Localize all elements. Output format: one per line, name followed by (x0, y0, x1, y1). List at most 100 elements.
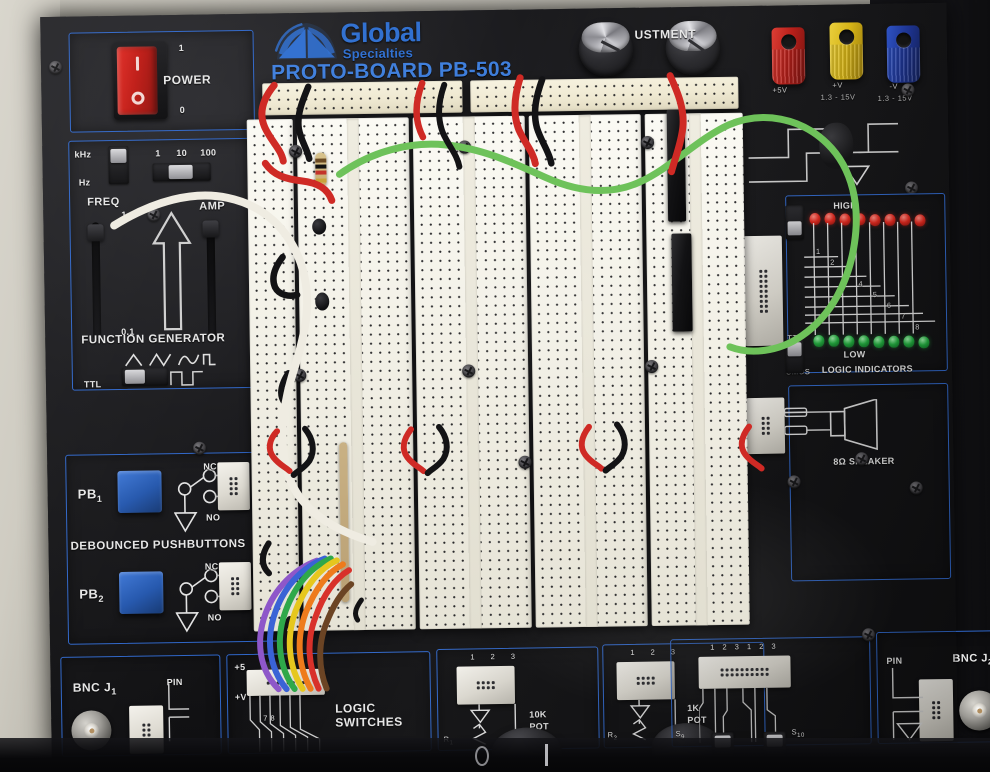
breadboard-strip-4[interactable] (528, 114, 648, 628)
logic-low-label: LOW (843, 349, 866, 360)
s9-s10-header[interactable] (698, 655, 791, 689)
jack-plus5v-label: +5V (772, 85, 788, 95)
breadboard-screw (640, 135, 655, 150)
logic-channel-number-6: 6 (886, 300, 892, 310)
jack-hole[interactable] (838, 29, 854, 45)
speaker-icon (784, 398, 878, 451)
pb1-nc-label: NC (203, 461, 217, 472)
pb1-label: PB1 (77, 486, 103, 504)
supply-grommet (818, 122, 854, 169)
fg-ttl-switch[interactable] (121, 367, 169, 386)
amp-label: AMP (199, 200, 226, 213)
logic-indicators-title: LOGIC INDICATORS (821, 363, 913, 375)
pot-1k-header[interactable] (616, 661, 676, 701)
pb1-header[interactable] (217, 461, 250, 511)
diode-component-1[interactable] (312, 218, 327, 235)
breadboard-strip-2[interactable] (296, 117, 416, 631)
global-specialties-logo (274, 16, 339, 61)
logic-ttl-cmos-switch-top[interactable] (785, 205, 804, 240)
function-generator-title: FUNCTION GENERATOR (81, 332, 226, 347)
breadboard-bus-strip-top-left[interactable] (262, 80, 463, 116)
square-wave-symbol (170, 370, 203, 386)
breadboard-screw (462, 364, 476, 378)
logic-channel-number-2: 2 (830, 257, 835, 267)
adjustment-label: USTMENT (634, 26, 697, 42)
jack-plusv-label: +V (832, 80, 843, 90)
multiplier-10-label: 10 (176, 147, 188, 159)
jack-plus5v[interactable] (771, 27, 806, 85)
plusv-label: +V (234, 692, 247, 703)
chassis-screw (855, 452, 869, 466)
plus5-label: +5 (234, 662, 246, 673)
power-off-symbol (130, 91, 145, 105)
logic-channel-number-5: 5 (872, 290, 878, 300)
amp-slider-handle[interactable] (202, 220, 219, 238)
pb1-button[interactable] (117, 470, 163, 514)
power-off-label: 0 (179, 104, 186, 115)
chassis-screw (787, 475, 801, 489)
reflection-glint-round (475, 746, 489, 766)
power-on-symbol (135, 56, 139, 71)
bottom-reflection-band (0, 738, 990, 772)
bnc-j1-label: BNC J1 (72, 680, 117, 697)
jack-hole[interactable] (780, 34, 796, 50)
amplitude-arrow-icon (151, 210, 192, 331)
pb2-header[interactable] (218, 561, 252, 611)
chassis-screw (48, 60, 63, 75)
breadboard-screw (518, 455, 532, 469)
pb2-nc-label: NC (204, 561, 219, 572)
pot-10k-header[interactable] (456, 665, 516, 705)
jack-hole[interactable] (895, 32, 911, 48)
voltage-adjust-knob-1[interactable] (578, 21, 634, 77)
breadboard-bus-strip-top-right[interactable] (470, 76, 739, 113)
pb1-no-label: NO (206, 512, 221, 523)
reflection-glint-bar (545, 744, 548, 766)
diode-component-2[interactable] (315, 292, 330, 311)
breadboard-strip-5[interactable] (644, 112, 750, 626)
power-switch-bezel (112, 41, 168, 121)
bnc-j1-trace (168, 683, 190, 742)
pb2-no-label: NO (207, 612, 222, 623)
logic-channel-number-4: 4 (858, 279, 864, 289)
breadboard-screw (645, 359, 659, 374)
multiplier-100-label: 100 (200, 147, 217, 158)
jack-minus-variable[interactable] (886, 25, 921, 83)
dip-ic-lower[interactable] (671, 233, 693, 332)
power-switch[interactable] (116, 46, 158, 115)
jack-minusv-label: -V (889, 81, 898, 91)
pin-right-label: PIN (886, 655, 903, 666)
fg-ttl-label: TTL (83, 379, 102, 390)
range-khz-hz-switch[interactable] (108, 145, 129, 185)
logic-channel-number-7: 7 (900, 311, 906, 321)
s9-s10-pin-numbers: 1 2 3 1 2 3 (710, 641, 779, 652)
pot-10k-label: 10K (529, 709, 547, 720)
freq-max-label: 1.0 (121, 209, 135, 220)
breadboard-screw (289, 144, 303, 159)
jack-plus-variable[interactable] (829, 22, 864, 80)
power-label: POWER (163, 72, 212, 88)
logic-channel-number-3: 3 (844, 268, 850, 278)
logic-channel-number-1: 1 (815, 246, 821, 257)
breadboard-screw (293, 368, 307, 382)
breadboard-assembly (110, 72, 860, 693)
bnc-j2-trace (891, 667, 924, 741)
power-on-label: 1 (178, 42, 185, 53)
multiplier-switch[interactable] (152, 162, 211, 182)
logic-ttl-cmos-switch[interactable] (785, 339, 804, 374)
logic-switches-header[interactable] (246, 668, 325, 696)
pb2-label: PB2 (79, 586, 105, 604)
freq-label: FREQ (87, 195, 120, 209)
pot-1k-schematic (629, 699, 677, 741)
pb2-button[interactable] (118, 571, 164, 614)
dip-ic-upper[interactable] (666, 109, 687, 222)
multiplier-1-label: 1 (155, 148, 161, 159)
logic-channel-number-8: 8 (915, 322, 920, 332)
bnc-j2-label: BNC J2 (952, 652, 990, 667)
breadboard-strip-1[interactable] (246, 118, 300, 632)
freq-slider-handle[interactable] (87, 224, 104, 242)
range-khz-label: kHz (74, 149, 92, 160)
resistor[interactable] (315, 152, 327, 187)
s9-s10-traces (698, 687, 777, 743)
